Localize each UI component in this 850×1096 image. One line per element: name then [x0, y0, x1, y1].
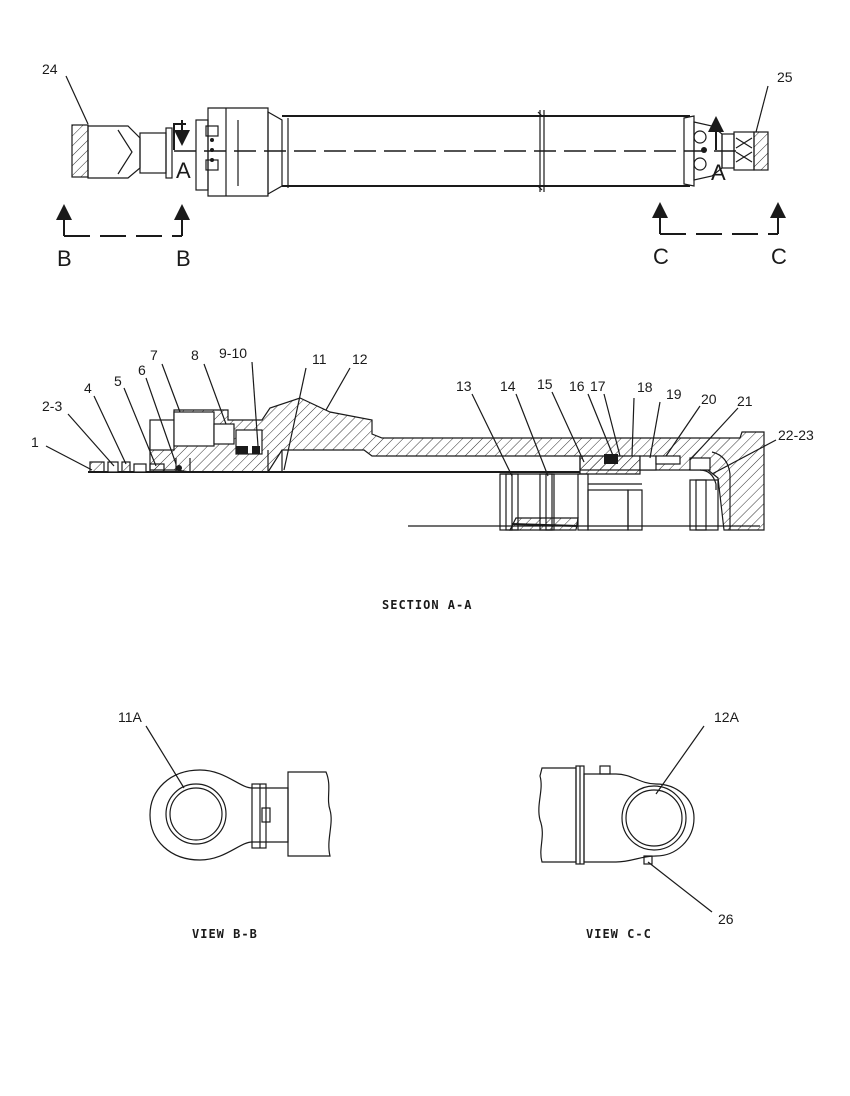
- callout-20-label: 20: [701, 391, 717, 407]
- callout-26: 26: [647, 861, 734, 927]
- callout-18-label: 18: [637, 379, 653, 395]
- callout-11a: 11A: [118, 709, 185, 789]
- callout-1-label: 1: [31, 434, 39, 450]
- section-a-a-caption: SECTION A-A: [382, 598, 472, 612]
- callout-8-label: 8: [191, 347, 199, 363]
- callout-22-23: 22-23: [711, 427, 814, 475]
- callout-13-label: 13: [456, 378, 472, 394]
- callout-14: 14: [500, 378, 549, 477]
- callout-2-3-label: 2-3: [42, 398, 62, 414]
- callout-12a-label: 12A: [714, 709, 740, 725]
- view-c-marker: C C: [652, 202, 787, 269]
- view-b-marker: B B: [56, 204, 191, 271]
- callout-22-23-label: 22-23: [778, 427, 814, 443]
- callout-19-label: 19: [666, 386, 682, 402]
- callout-15-label: 15: [537, 376, 553, 392]
- callout-25: 25: [755, 69, 793, 133]
- callout-21-label: 21: [737, 393, 753, 409]
- cylinder-top-view: A A B B C C 24 25: [42, 61, 793, 271]
- callout-1: 1: [31, 434, 93, 471]
- callout-17-label: 17: [590, 378, 606, 394]
- section-a-label-left: A: [176, 158, 191, 183]
- view-c-c: 12A 26 VIEW C-C: [538, 709, 740, 941]
- view-c-c-caption: VIEW C-C: [586, 927, 652, 941]
- callout-20: 20: [665, 391, 717, 457]
- callout-16: 16: [569, 378, 615, 459]
- section-rod: [88, 450, 760, 531]
- callout-7-label: 7: [150, 347, 158, 363]
- head-assembly: [195, 107, 289, 197]
- callout-5-label: 5: [114, 373, 122, 389]
- callout-12: 12: [325, 351, 368, 411]
- view-b-label-right: B: [176, 246, 191, 271]
- section-a-a: 1 2-3 4 5 6 7: [31, 345, 814, 612]
- callout-6: 6: [138, 362, 177, 465]
- callout-11a-label: 11A: [118, 709, 143, 725]
- callout-2-3: 2-3: [42, 398, 115, 467]
- callout-9-10-label: 9-10: [219, 345, 247, 361]
- callout-16-label: 16: [569, 378, 585, 394]
- callout-15: 15: [537, 376, 585, 463]
- callout-6-label: 6: [138, 362, 146, 378]
- section-callouts: 1 2-3 4 5 6 7: [31, 345, 814, 477]
- rod-end-left: [71, 124, 173, 179]
- callout-12-label: 12: [352, 351, 368, 367]
- callout-11-label: 11: [312, 351, 327, 367]
- callout-26-label: 26: [718, 911, 734, 927]
- callout-4: 4: [84, 380, 127, 465]
- callout-21: 21: [689, 393, 753, 461]
- view-c-label-right: C: [771, 244, 787, 269]
- callout-24: 24: [42, 61, 89, 125]
- section-body: [149, 397, 765, 531]
- view-b-label-left: B: [57, 246, 72, 271]
- callout-7: 7: [150, 347, 181, 413]
- callout-12a: 12A: [655, 709, 740, 795]
- cap-end-right: [683, 115, 769, 187]
- callout-19: 19: [649, 386, 682, 459]
- callout-5: 5: [114, 373, 157, 467]
- callout-24-label: 24: [42, 61, 58, 77]
- section-a-label-right: A: [711, 160, 726, 185]
- callout-4-label: 4: [84, 380, 92, 396]
- callout-25-label: 25: [777, 69, 793, 85]
- callout-8: 8: [191, 347, 227, 425]
- callout-18: 18: [631, 379, 653, 457]
- section-a-marker-right: A: [708, 116, 726, 185]
- callout-13: 13: [456, 378, 513, 477]
- view-b-b-caption: VIEW B-B: [192, 927, 258, 941]
- view-b-b: 11A VIEW B-B: [118, 709, 332, 941]
- view-c-label-left: C: [653, 244, 669, 269]
- callout-9-10: 9-10: [219, 345, 259, 447]
- cylinder-tube: [174, 110, 740, 192]
- callout-17: 17: [590, 378, 621, 457]
- section-a-marker-left: A: [173, 120, 191, 183]
- callout-14-label: 14: [500, 378, 516, 394]
- callout-11: 11: [283, 351, 327, 471]
